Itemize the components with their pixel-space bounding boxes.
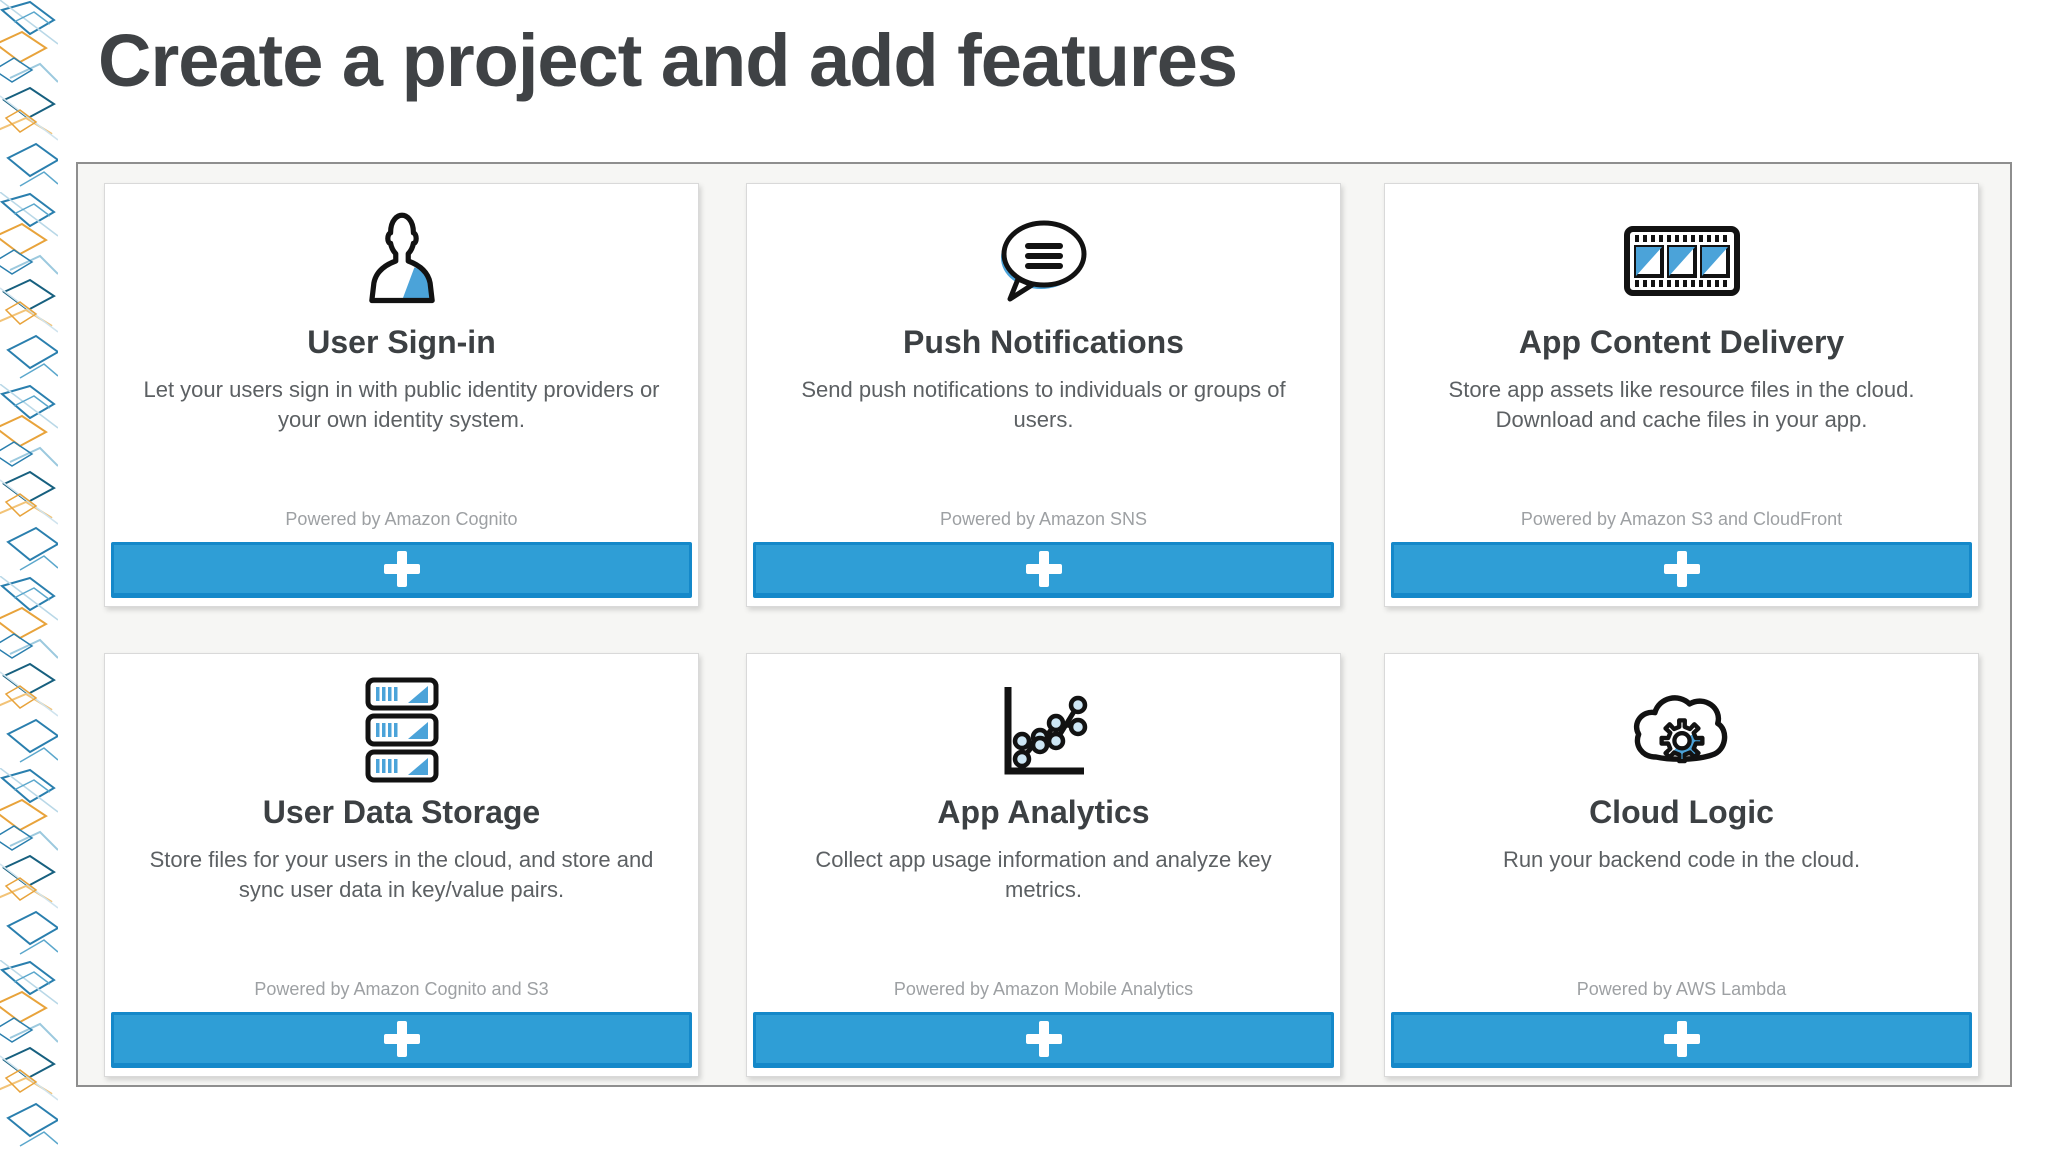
cloud-gear-icon	[1385, 672, 1978, 790]
card-push-notifications: Push Notifications Send push notificatio…	[746, 183, 1341, 607]
powered-by-label: Powered by AWS Lambda	[1576, 979, 1787, 999]
add-app-content-delivery-button[interactable]	[1391, 542, 1972, 598]
analytics-chart-icon	[747, 672, 1340, 790]
card-title: App Analytics	[937, 794, 1150, 830]
add-app-analytics-button[interactable]	[753, 1012, 1334, 1068]
film-strip-icon	[1385, 202, 1978, 320]
card-description: Store app assets like resource files in …	[1448, 377, 1915, 432]
card-app-content-delivery: App Content Delivery Store app assets li…	[1384, 183, 1979, 607]
add-user-sign-in-button[interactable]	[111, 542, 692, 598]
plus-icon	[1025, 551, 1062, 587]
card-description: Let your users sign in with public ident…	[143, 377, 660, 432]
page-title: Create a project and add features	[98, 19, 1238, 102]
powered-by-label: Powered by Amazon SNS	[939, 509, 1148, 529]
powered-by-label: Powered by Amazon Cognito	[285, 509, 518, 529]
powered-by-label: Powered by Amazon Mobile Analytics	[893, 979, 1194, 999]
card-title: Push Notifications	[903, 324, 1184, 360]
plus-icon	[1663, 551, 1700, 587]
plus-icon	[1025, 1021, 1062, 1057]
plus-icon	[1663, 1021, 1700, 1057]
card-title: User Data Storage	[262, 794, 541, 830]
card-title: User Sign-in	[307, 324, 496, 360]
feature-cards-container: User Sign-in Let your users sign in with…	[76, 162, 2012, 1087]
add-user-data-storage-button[interactable]	[111, 1012, 692, 1068]
plus-icon	[383, 551, 420, 587]
powered-by-label: Powered by Amazon Cognito and S3	[254, 979, 549, 999]
card-description: Run your backend code in the cloud.	[1502, 847, 1861, 872]
card-title: App Content Delivery	[1518, 324, 1845, 360]
card-description: Collect app usage information and analyz…	[815, 847, 1272, 902]
add-cloud-logic-button[interactable]	[1391, 1012, 1972, 1068]
card-cloud-logic: Cloud Logic Run your backend code in the…	[1384, 653, 1979, 1077]
powered-by-label: Powered by Amazon S3 and CloudFront	[1520, 509, 1843, 529]
user-icon	[105, 202, 698, 320]
card-title: Cloud Logic	[1589, 794, 1774, 830]
decorative-pattern-strip	[0, 0, 58, 1152]
card-description: Send push notifications to individuals o…	[801, 377, 1286, 432]
add-push-notifications-button[interactable]	[753, 542, 1334, 598]
speech-bubble-icon	[747, 202, 1340, 320]
card-app-analytics: App Analytics Collect app usage informat…	[746, 653, 1341, 1077]
card-description: Store files for your users in the cloud,…	[149, 847, 654, 902]
card-user-data-storage: User Data Storage Store files for your u…	[104, 653, 699, 1077]
card-user-sign-in: User Sign-in Let your users sign in with…	[104, 183, 699, 607]
server-stack-icon	[105, 672, 698, 790]
plus-icon	[383, 1021, 420, 1057]
